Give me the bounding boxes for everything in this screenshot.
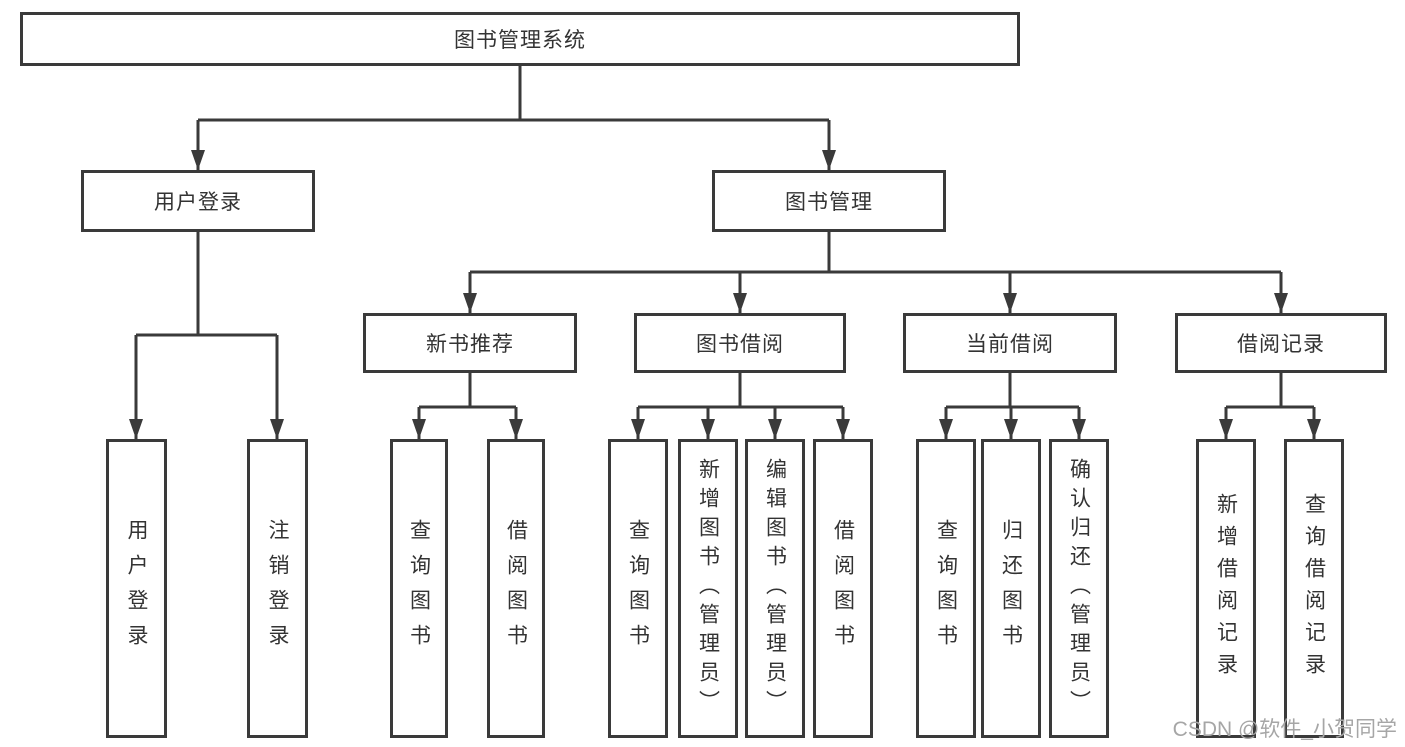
csdn-watermark: CSDN @软件_小贺同学 [1172, 718, 1397, 741]
leaf-logout-label: 注销登录 [266, 518, 289, 659]
node-book-management-label: 图书管理 [785, 191, 873, 214]
leaf-logout: 注销登录 [247, 439, 308, 738]
leaf-borrow-books-2: 借阅图书 [813, 439, 873, 738]
node-borrow-records-label: 借阅记录 [1237, 333, 1325, 356]
node-book-management: 图书管理 [712, 170, 946, 232]
leaf-add-book-admin: 新增图书（管理员） [678, 439, 738, 738]
node-user-login: 用户登录 [81, 170, 315, 232]
wire-current-borrow-trunk [946, 373, 1079, 409]
wire-book-borrow-trunk [638, 373, 843, 409]
leaf-query-books-2: 查询图书 [608, 439, 668, 738]
leaf-return-book: 归还图书 [981, 439, 1041, 738]
leaf-user-login-label: 用户登录 [125, 518, 148, 659]
leaf-query-books-3: 查询图书 [916, 439, 976, 738]
leaf-query-books-1: 查询图书 [390, 439, 448, 738]
node-current-borrow: 当前借阅 [903, 313, 1117, 373]
node-current-borrow-label: 当前借阅 [966, 333, 1054, 356]
leaf-query-books-3-label: 查询图书 [934, 518, 958, 659]
leaf-confirm-return-admin: 确认归还（管理员） [1049, 439, 1109, 738]
node-new-book-recommend-label: 新书推荐 [426, 333, 514, 356]
wire-new-book-recommend-trunk [419, 373, 516, 409]
node-borrow-records: 借阅记录 [1175, 313, 1387, 373]
leaf-return-book-label: 归还图书 [999, 518, 1023, 659]
leaf-add-book-admin-label: 新增图书（管理员） [696, 458, 720, 719]
leaf-edit-book-admin-label: 编辑图书（管理员） [763, 458, 787, 719]
wire-root-trunk [198, 66, 829, 122]
leaf-confirm-return-admin-label: 确认归还（管理员） [1067, 458, 1091, 719]
wire-book-management-trunk [470, 232, 1281, 274]
leaf-borrow-books-2-label: 借阅图书 [831, 518, 855, 659]
leaf-query-borrow-record: 查询借阅记录 [1284, 439, 1344, 738]
node-user-login-label: 用户登录 [154, 191, 242, 214]
node-root-label: 图书管理系统 [454, 29, 586, 52]
leaf-user-login: 用户登录 [106, 439, 167, 738]
leaf-add-borrow-record: 新增借阅记录 [1196, 439, 1256, 738]
leaf-edit-book-admin: 编辑图书（管理员） [745, 439, 805, 738]
wire-user-login-trunk [136, 232, 277, 337]
leaf-query-borrow-record-label: 查询借阅记录 [1302, 492, 1326, 685]
node-new-book-recommend: 新书推荐 [363, 313, 577, 373]
node-root: 图书管理系统 [20, 12, 1020, 66]
leaf-borrow-books-1-label: 借阅图书 [504, 518, 528, 659]
node-book-borrow: 图书借阅 [634, 313, 846, 373]
node-book-borrow-label: 图书借阅 [696, 333, 784, 356]
wire-borrow-records-trunk [1226, 373, 1314, 409]
leaf-query-books-2-label: 查询图书 [626, 518, 650, 659]
leaf-query-books-1-label: 查询图书 [407, 518, 431, 659]
leaf-add-borrow-record-label: 新增借阅记录 [1214, 492, 1238, 685]
leaf-borrow-books-1: 借阅图书 [487, 439, 545, 738]
